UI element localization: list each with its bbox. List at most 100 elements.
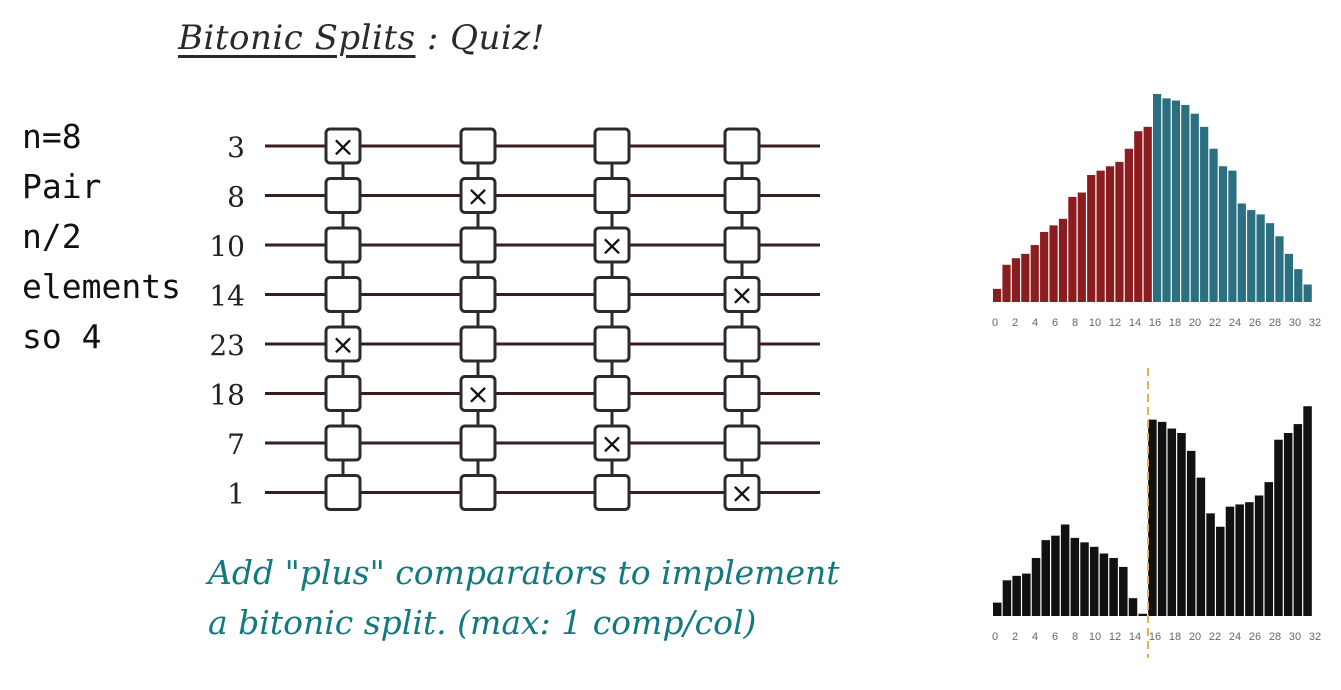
chart-bar bbox=[1002, 264, 1011, 302]
chart-bar bbox=[1228, 170, 1237, 302]
chart-bar bbox=[1011, 258, 1021, 302]
comparator-slot[interactable] bbox=[723, 424, 761, 462]
chart-bar bbox=[1283, 433, 1293, 616]
chart-bar bbox=[993, 288, 1002, 302]
chart-bar bbox=[1237, 203, 1246, 302]
chart-bar bbox=[1134, 131, 1143, 302]
chart-bar bbox=[1284, 253, 1293, 302]
chart-bar bbox=[1225, 506, 1235, 616]
comparator-slot[interactable] bbox=[723, 226, 761, 264]
chart-bar bbox=[1119, 566, 1128, 616]
chart-bar bbox=[1105, 166, 1115, 302]
chart-bar bbox=[1256, 214, 1265, 302]
chart-bar bbox=[1157, 421, 1167, 616]
comparator-slot[interactable] bbox=[459, 276, 497, 313]
chart-bar bbox=[1096, 170, 1105, 302]
x-tick-label: 0 bbox=[992, 631, 998, 643]
chart-bar bbox=[1128, 598, 1138, 616]
chart-bar bbox=[1022, 573, 1031, 616]
x-tick-label: 8 bbox=[1072, 631, 1078, 643]
comparator-slot[interactable] bbox=[459, 226, 497, 264]
chart-bar bbox=[1206, 513, 1215, 616]
chart-bar bbox=[1080, 542, 1089, 616]
comparator-slot[interactable] bbox=[723, 177, 761, 214]
chart-bar bbox=[1247, 210, 1256, 302]
comparator-slot[interactable] bbox=[723, 325, 761, 363]
comparator-slot[interactable] bbox=[324, 226, 362, 264]
note-line: Pair bbox=[22, 167, 102, 206]
input-label: 3 bbox=[227, 131, 245, 164]
comparator-slot[interactable] bbox=[593, 424, 631, 462]
comparator-slot[interactable] bbox=[593, 474, 631, 511]
x-tick-label: 4 bbox=[1032, 317, 1038, 329]
chart-bar bbox=[1209, 148, 1218, 302]
comparator-slot[interactable] bbox=[593, 127, 631, 165]
input-label: 14 bbox=[209, 280, 245, 313]
input-label: 8 bbox=[227, 181, 245, 214]
comparator-slot[interactable] bbox=[723, 127, 761, 165]
comparator-slot[interactable] bbox=[593, 177, 631, 214]
comparator-slot[interactable] bbox=[593, 276, 631, 313]
x-tick-label: 12 bbox=[1109, 317, 1121, 329]
comparator-slot[interactable] bbox=[723, 276, 761, 313]
note-line: elements bbox=[22, 267, 181, 306]
mark-x: × bbox=[331, 328, 354, 361]
chart-bar bbox=[1190, 113, 1199, 302]
comparator-slot[interactable] bbox=[459, 474, 497, 511]
comparator-slot[interactable] bbox=[324, 375, 362, 412]
x-tick-label: 14 bbox=[1129, 631, 1141, 643]
x-tick-label: 8 bbox=[1072, 317, 1078, 329]
chart-bar bbox=[1031, 557, 1041, 616]
x-tick-label: 16 bbox=[1149, 631, 1161, 643]
chart-bar bbox=[1265, 223, 1275, 302]
page-title: Bitonic Splits : Quiz! bbox=[178, 18, 545, 58]
comparator-slot[interactable] bbox=[459, 127, 497, 165]
comparator-slot[interactable] bbox=[593, 226, 631, 264]
comparator-slot[interactable] bbox=[324, 127, 362, 165]
chart-bar bbox=[1012, 575, 1021, 616]
comparator-slot[interactable] bbox=[459, 424, 497, 462]
instruction-line: Add "plus" comparators to implement bbox=[208, 553, 840, 592]
input-label: 18 bbox=[209, 379, 245, 412]
x-tick-label: 24 bbox=[1229, 317, 1241, 329]
comparator-slot[interactable] bbox=[459, 375, 497, 412]
x-tick-label: 20 bbox=[1189, 317, 1201, 329]
comparator-slot[interactable] bbox=[324, 424, 362, 462]
comparator-slot[interactable] bbox=[723, 375, 761, 412]
comparator-slot[interactable] bbox=[324, 325, 362, 363]
chart-bar bbox=[1167, 428, 1177, 616]
mark-x: × bbox=[466, 180, 489, 213]
x-tick-label: 10 bbox=[1089, 317, 1101, 329]
x-tick-label: 18 bbox=[1169, 631, 1181, 643]
mark-x: × bbox=[600, 229, 623, 262]
mark-x: × bbox=[331, 130, 354, 163]
x-tick-label: 32 bbox=[1309, 631, 1321, 643]
chart-bar bbox=[1115, 161, 1124, 302]
comparator-slot[interactable] bbox=[593, 325, 631, 363]
chart-bar bbox=[1245, 502, 1254, 616]
x-tick-label: 0 bbox=[992, 317, 998, 329]
comparator-slot[interactable] bbox=[723, 474, 761, 511]
comparator-slot[interactable] bbox=[324, 276, 362, 313]
comparator-slot[interactable] bbox=[459, 177, 497, 214]
note-line: so 4 bbox=[22, 317, 102, 356]
chart-bar bbox=[1087, 175, 1096, 302]
chart-bar bbox=[1294, 269, 1303, 302]
comparator-slot[interactable] bbox=[324, 177, 362, 214]
comparator-slot[interactable] bbox=[459, 325, 497, 363]
x-tick-label: 22 bbox=[1209, 317, 1221, 329]
chart-bar bbox=[1186, 450, 1196, 616]
chart-bar bbox=[1181, 104, 1190, 302]
x-tick-label: 12 bbox=[1109, 631, 1121, 643]
note-line: n=8 bbox=[22, 117, 82, 156]
comparator-slot[interactable] bbox=[324, 474, 362, 511]
chart-bar bbox=[1293, 424, 1303, 616]
side-notes: n=8 Pair n/2 elements so 4 bbox=[22, 112, 181, 362]
chart-bar bbox=[1021, 253, 1030, 302]
comparator-slot[interactable] bbox=[593, 375, 631, 412]
chart-bar bbox=[1275, 236, 1284, 302]
chart-bar bbox=[1030, 245, 1039, 302]
